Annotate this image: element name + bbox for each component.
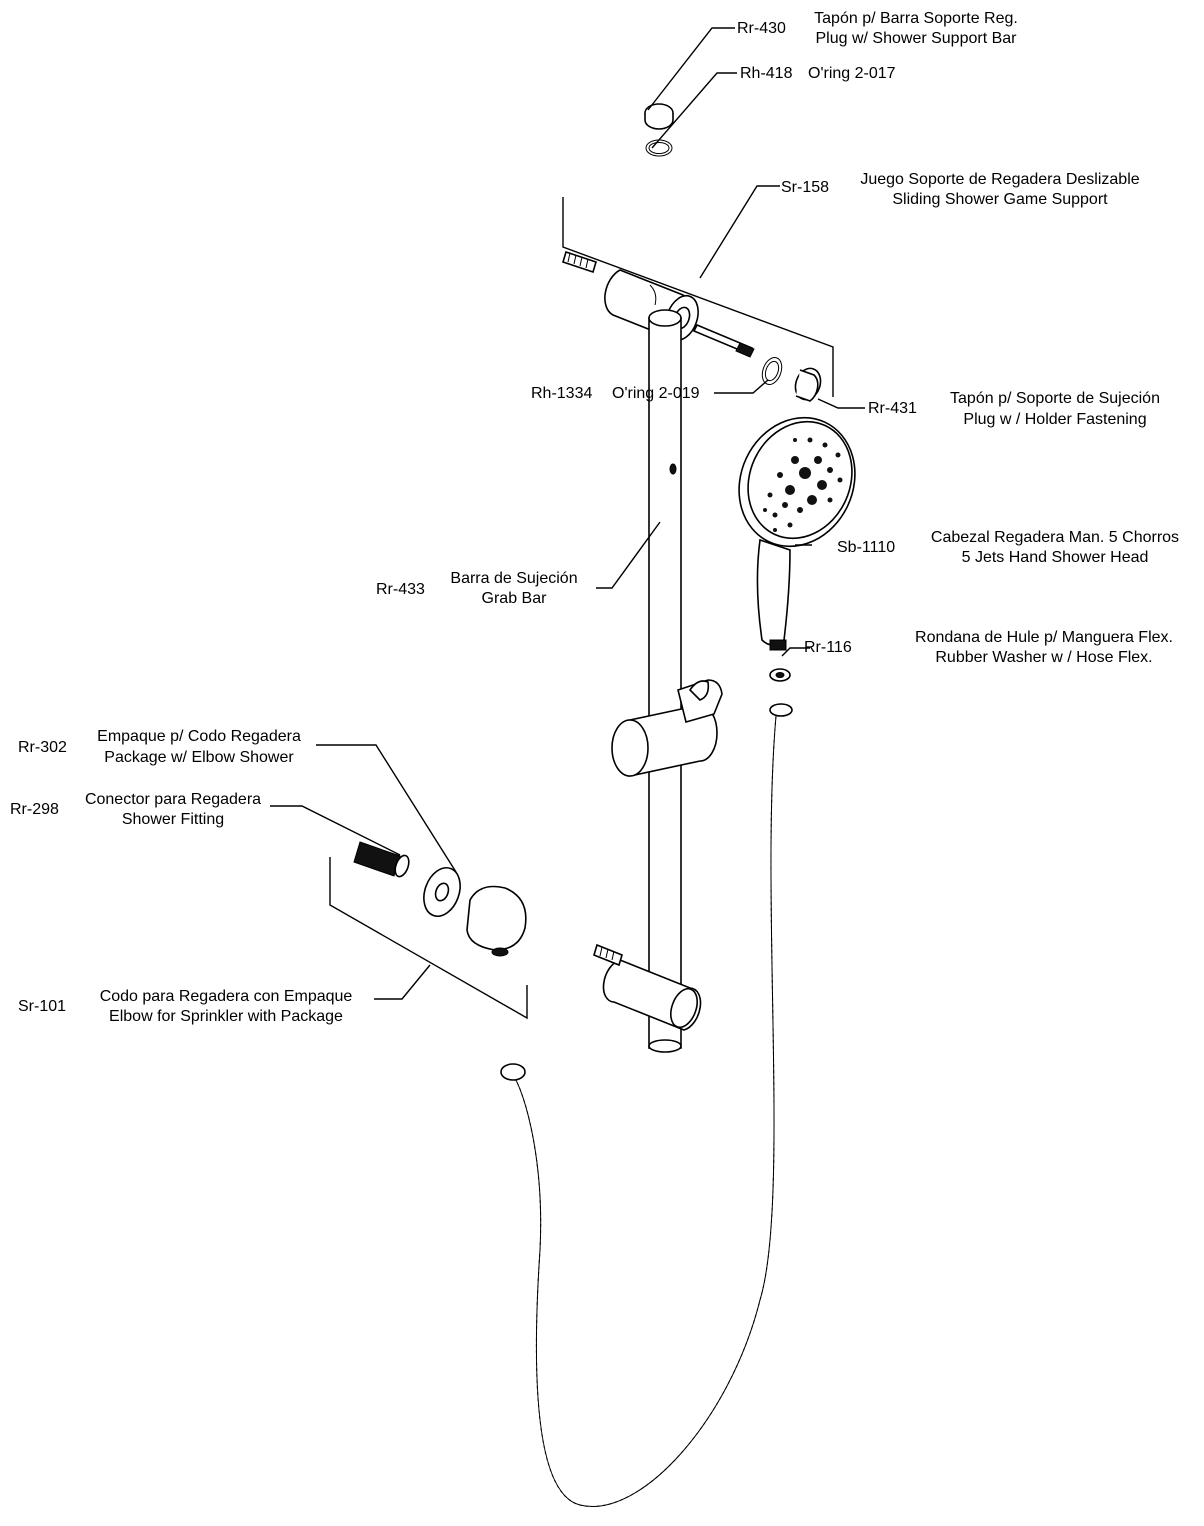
desc-es-rh-1334: O'ring 2-019 [612,385,700,402]
desc-es-rr-433: Barra de Sujeción [450,570,578,587]
wall-anchor-upper [562,250,597,274]
leader-sr-158 [699,185,780,279]
code-rr-433: Rr-433 [376,581,425,598]
code-rr-298: Rr-298 [10,801,59,818]
leader-rr-116 [781,647,810,657]
leader-rr-302 [316,744,457,873]
flexible-hose [500,703,793,1507]
desc-es-rh-418: O'ring 2-017 [808,65,896,82]
packing-rr-302 [423,866,461,918]
leader-rr-433 [596,521,661,589]
desc-es-rr-116: Rondana de Hule p/ Manguera Flex. [915,629,1173,646]
plug-rr-430 [644,103,674,130]
code-sr-158: Sr-158 [781,179,830,196]
desc-es-rr-431: Tapón p/ Soporte de Sujeción [950,390,1160,407]
desc-es-rr-430: Tapón p/ Barra Soporte Reg. [814,10,1018,27]
desc-es-sr-158: Juego Soporte de Regadera Deslizable [860,171,1140,188]
code-rr-430: Rr-430 [737,20,786,37]
desc-es-sb-1110: Cabezal Regadera Man. 5 Chorros [930,529,1180,546]
wall-plane-lower [329,857,528,1020]
plug-rr-431 [794,367,822,402]
code-rr-431: Rr-431 [868,400,917,417]
desc-es-sr-101: Codo para Regadera con Empaque [99,988,353,1005]
desc-en-rr-433: Grab Bar [481,590,547,607]
desc-en-rr-431: Plug w / Holder Fastening [963,411,1147,428]
leader-rr-431 [817,398,865,409]
desc-en-rr-116: Rubber Washer w / Hose Flex. [935,649,1153,666]
leader-sr-101 [374,964,431,1000]
desc-es-rr-302: Empaque p/ Codo Regadera [97,728,301,745]
lower-bracket [593,943,702,1031]
desc-es-rr-298: Conector para Regadera [84,791,262,808]
code-rh-418: Rh-418 [740,65,793,82]
leader-rh-1334 [714,379,769,394]
oring-rh-1334 [761,356,783,386]
desc-en-sr-101: Elbow for Sprinkler with Package [109,1008,343,1025]
washer-rr-116 [769,668,791,682]
desc-en-rr-298: Shower Fitting [121,811,225,828]
grab-bar-rr-433 [648,309,682,1053]
wall-plane-upper [562,197,834,397]
desc-en-sb-1110: 5 Jets Hand Shower Head [961,549,1149,566]
shower-slider [611,679,723,777]
desc-en-sr-158: Sliding Shower Game Support [892,191,1108,208]
code-sr-101: Sr-101 [18,998,67,1015]
leader-rh-418 [651,72,737,149]
code-rr-302: Rr-302 [18,739,67,756]
code-sb-1110: Sb-1110 [837,539,896,556]
leader-rr-298 [270,805,401,856]
code-rr-116: Rr-116 [804,639,852,656]
screw-upper [692,323,755,358]
leader-rr-430 [647,27,735,111]
code-rh-1334: Rh-1334 [531,385,593,402]
elbow-sr-101 [466,885,527,957]
oring-rh-418 [645,139,673,157]
shower-fitting-rr-298 [353,841,410,878]
desc-en-rr-302: Package w/ Elbow Shower [104,749,294,766]
desc-en-rr-430: Plug w/ Shower Support Bar [815,30,1017,47]
hand-shower-head [738,416,856,651]
